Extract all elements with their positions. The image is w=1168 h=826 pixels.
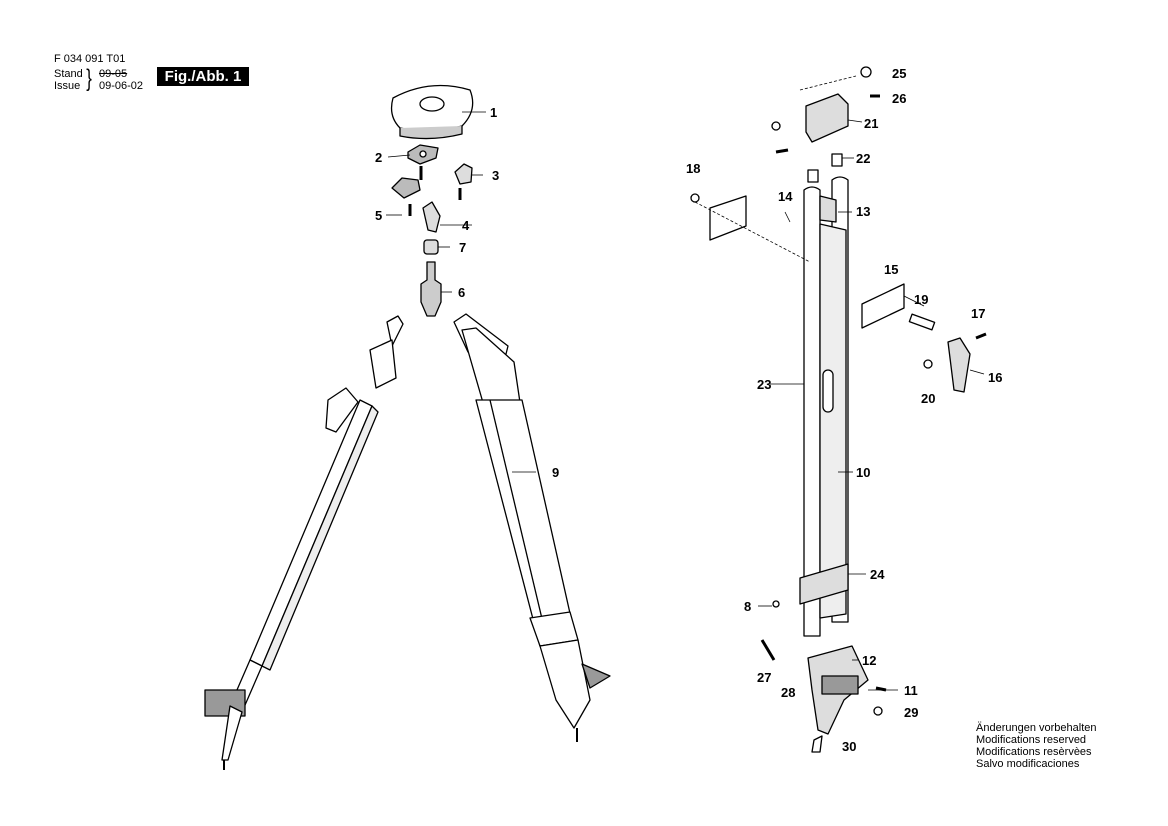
callout-26: 26 xyxy=(892,91,906,106)
head-plate xyxy=(390,84,474,140)
date-old: 09-05 xyxy=(99,68,128,80)
brace-icon: } xyxy=(86,65,92,92)
callout-23: 23 xyxy=(757,377,771,392)
callout-15: 15 xyxy=(884,262,898,277)
figure-label: Fig./Abb. 1 xyxy=(157,67,249,86)
callout-28: 28 xyxy=(781,685,795,700)
tripod-leg-left xyxy=(204,315,404,770)
callout-19: 19 xyxy=(914,292,928,307)
callout-25: 25 xyxy=(892,66,906,81)
callout-5: 5 xyxy=(375,208,382,223)
callout-3: 3 xyxy=(492,168,499,183)
date-new: 09-06-02 xyxy=(99,80,144,92)
callout-7: 7 xyxy=(459,240,466,255)
callout-8: 8 xyxy=(744,599,751,614)
callout-11: 11 xyxy=(904,683,918,698)
callout-10: 10 xyxy=(856,465,870,480)
callout-6: 6 xyxy=(458,285,465,300)
callout-20: 20 xyxy=(921,391,935,406)
callout-16: 16 xyxy=(988,370,1002,385)
callout-1: 1 xyxy=(490,105,497,120)
callout-21: 21 xyxy=(864,116,878,131)
callout-30: 30 xyxy=(842,739,856,754)
callout-4: 4 xyxy=(462,218,470,233)
clamp-nut-2 xyxy=(407,144,439,165)
callout-17: 17 xyxy=(971,306,985,321)
bracket-3 xyxy=(454,163,473,185)
callout-18: 18 xyxy=(686,161,700,176)
stand-label: Stand xyxy=(54,68,83,80)
issue-label: Issue xyxy=(54,80,81,92)
modification-notes: Änderungen vorbehalten Modifications res… xyxy=(976,722,1096,770)
center-column xyxy=(803,176,849,637)
callout-9: 9 xyxy=(552,465,559,480)
doc-number: F 034 091 T01 xyxy=(54,53,126,65)
callout-27: 27 xyxy=(757,670,771,685)
note-de: Änderungen vorbehalten xyxy=(976,722,1097,734)
callout-22: 22 xyxy=(856,151,870,166)
callout-14: 14 xyxy=(778,189,793,204)
callout-12: 12 xyxy=(862,653,876,668)
callout-13: 13 xyxy=(856,204,870,219)
tripod-leg-right xyxy=(453,313,611,742)
callout-29: 29 xyxy=(904,705,918,720)
note-en: Modifications reserved xyxy=(976,734,1087,746)
callout-2: 2 xyxy=(375,150,382,165)
note-fr: Modifications resèrvèes xyxy=(976,746,1092,758)
callout-24: 24 xyxy=(870,567,885,582)
note-es: Salvo modificaciones xyxy=(976,758,1080,770)
